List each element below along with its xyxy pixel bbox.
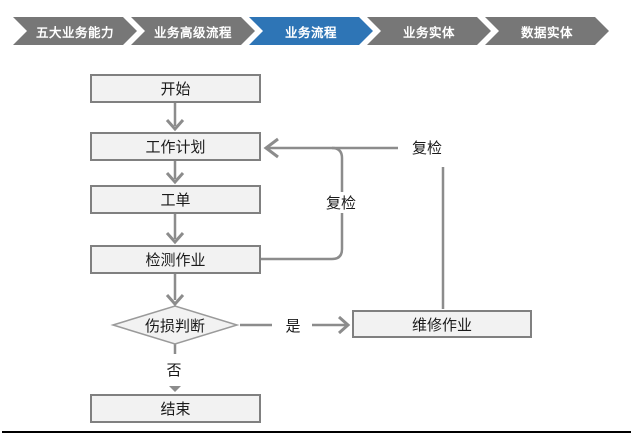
node-label: 工单	[160, 192, 191, 209]
tab-label: 数据实体	[520, 25, 573, 40]
node-decision: 伤损判断	[113, 306, 237, 344]
node-label: 工作计划	[145, 139, 206, 156]
tab-label: 业务流程	[284, 25, 337, 40]
arrowhead-small-down-icon	[169, 386, 181, 392]
arrowhead-down-icon	[165, 172, 185, 185]
decision-diamond-shape	[110, 305, 240, 345]
node-label: 开始	[160, 81, 191, 98]
node-label: 检测作业	[145, 252, 206, 269]
node-label: 维修作业	[411, 316, 472, 334]
edge-label-recheck-mid: 复检	[318, 192, 364, 213]
tab-business-process[interactable]: 业务流程	[249, 17, 373, 45]
bottom-divider	[2, 431, 631, 433]
node-inspect: 检测作业	[90, 245, 261, 274]
tab-label: 业务实体	[402, 25, 455, 40]
edge-label-text: 是	[285, 317, 301, 335]
breadcrumb: 五大业务能力 业务高级流程 业务流程 业务实体 数据实体	[0, 0, 634, 60]
edge-label-text: 否	[166, 361, 182, 379]
node-label: 伤损判断	[144, 317, 205, 335]
arrowhead-down-icon	[165, 232, 185, 245]
node-order: 工单	[90, 185, 261, 214]
arrowhead-down-icon	[165, 294, 185, 307]
edge-label-text: 复检	[325, 195, 356, 212]
arrowhead-right-icon	[338, 315, 351, 335]
arrowhead-down-icon	[165, 119, 185, 132]
edge-label-text: 复检	[411, 140, 442, 157]
tab-label: 五大业务能力	[35, 25, 114, 40]
edge-label-yes: 是	[278, 315, 308, 335]
node-label: 结束	[160, 401, 191, 418]
tab-business-advanced-process[interactable]: 业务高级流程	[131, 17, 255, 45]
tab-data-entity[interactable]: 数据实体	[485, 17, 609, 45]
edge-label-recheck-top: 复检	[403, 137, 451, 158]
node-repair: 维修作业	[352, 310, 532, 338]
node-end: 结束	[90, 394, 261, 423]
node-start: 开始	[90, 74, 261, 103]
tab-five-business-capabilities[interactable]: 五大业务能力	[13, 17, 137, 45]
tab-label: 业务高级流程	[153, 25, 232, 40]
edge-label-no: 否	[159, 359, 189, 379]
tab-business-entity[interactable]: 业务实体	[367, 17, 491, 45]
arrowhead-left-icon	[263, 137, 279, 159]
node-plan: 工作计划	[90, 132, 261, 161]
